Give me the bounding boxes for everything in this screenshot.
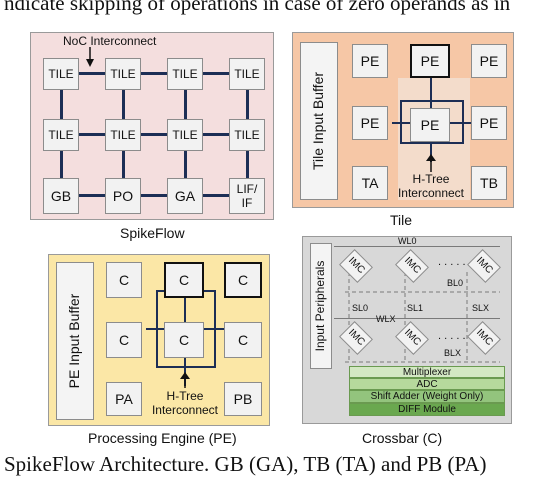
crossbar-box: C: [106, 322, 142, 358]
pe-htree-arrow-icon: [180, 372, 190, 388]
tile-box: TILE: [43, 58, 79, 90]
input-peripherals: [310, 243, 332, 369]
pe-input-buffer: [56, 262, 94, 420]
tile-htree-wire: [400, 100, 464, 102]
tile-box: TILE: [105, 58, 141, 90]
lif-if-box: LIF/ IF: [229, 178, 265, 214]
tile-input-buffer-label: Tile Input Buffer: [310, 71, 326, 171]
tile-box: TILE: [167, 58, 203, 90]
tile-htree-wire: [400, 142, 464, 144]
tile-htree-arrow-icon: [426, 154, 436, 172]
tile-pe-box: PE: [410, 108, 450, 142]
crossbar-dots: . . . . .: [438, 330, 466, 342]
crossbar-caption: Crossbar (C): [362, 430, 443, 446]
tile-htree-label: H-Tree Interconnect: [397, 172, 465, 200]
pe-htree-label: H-Tree Interconnect: [151, 389, 219, 417]
pe-pa-box: PA: [106, 382, 142, 416]
sl1-label: SL1: [407, 303, 424, 313]
po-box: PO: [105, 178, 141, 214]
crossbar-dots: . . . . .: [438, 256, 466, 268]
input-peripherals-label: Input Peripherals: [313, 260, 327, 352]
crossbar-box: C: [164, 322, 204, 358]
crossbar-box: C: [224, 322, 262, 358]
multiplexer-block: Multiplexer: [349, 366, 505, 378]
tile-pe-box: PE: [410, 44, 450, 78]
tile-tb-box: TB: [471, 166, 507, 200]
crossbar-box: C: [224, 262, 262, 298]
noc-wire: [60, 133, 256, 136]
word-line: [334, 318, 500, 319]
wlx-label: WLX: [376, 314, 396, 324]
tile-box: TILE: [43, 119, 79, 151]
tile-box: TILE: [229, 58, 265, 90]
tile-box: TILE: [105, 119, 141, 151]
tile-pe-box: PE: [471, 44, 507, 78]
noc-interconnect-label: NoC Interconnect: [63, 34, 157, 48]
bit-line-grid: [345, 250, 505, 368]
crossbar-box: C: [164, 262, 204, 298]
shift-adder-block: Shift Adder (Weight Only): [349, 390, 505, 403]
tile-box: TILE: [167, 119, 203, 151]
pe-caption: Processing Engine (PE): [88, 430, 237, 446]
bl0-label: BL0: [447, 278, 464, 288]
tile-input-buffer: [300, 42, 338, 200]
tile-pe-box: PE: [471, 106, 507, 140]
blx-label: BLX: [444, 348, 462, 358]
global-buffer-box: GB: [43, 178, 79, 214]
diff-module-block: DIFF Module: [349, 403, 505, 416]
tile-pe-box: PE: [352, 44, 388, 78]
bottom-body-text: SpikeFlow Architecture. GB (GA), TB (TA)…: [4, 452, 487, 476]
adc-block: ADC: [349, 378, 505, 390]
tile-ta-box: TA: [352, 166, 388, 200]
pe-input-buffer-label: PE Input Buffer: [66, 293, 82, 389]
crossbar-box: C: [106, 262, 142, 298]
pe-htree-wire: [156, 366, 216, 368]
top-body-text: ndicate skipping of operations in case o…: [4, 0, 511, 15]
tile-box: TILE: [229, 119, 265, 151]
pe-pb-box: PB: [224, 382, 262, 416]
noc-arrow-icon: [86, 47, 94, 67]
spikeflow-caption: SpikeFlow: [120, 225, 185, 241]
tile-pe-box: PE: [352, 106, 388, 140]
word-line: [334, 246, 500, 247]
ga-box: GA: [167, 178, 203, 214]
sl0-label: SL0: [352, 303, 369, 313]
slx-label: SLX: [472, 303, 490, 313]
noc-wire: [60, 194, 256, 197]
wl0-label: WL0: [398, 236, 417, 246]
noc-wire: [60, 72, 256, 75]
tile-caption: Tile: [390, 212, 413, 228]
